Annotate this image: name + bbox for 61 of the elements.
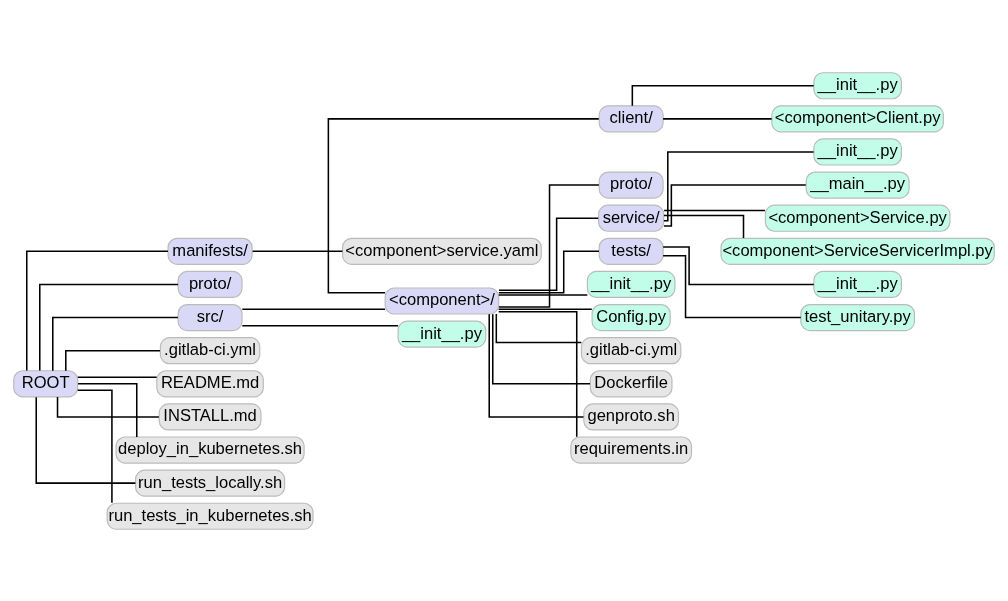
connector (498, 183, 600, 308)
node-box: tests/ (598, 237, 664, 265)
connector (39, 283, 179, 371)
connector (631, 84, 815, 107)
connector (662, 117, 773, 120)
node-box: Config.py (591, 303, 671, 331)
connector (497, 308, 593, 310)
connector (76, 389, 113, 504)
node-box: <component>service.yaml (341, 237, 542, 265)
node-box: requirements.in (570, 435, 693, 464)
connector (663, 150, 815, 222)
connector (497, 310, 578, 438)
connector (52, 316, 179, 371)
connector (488, 313, 585, 418)
node-box: __init__.py (813, 71, 902, 99)
connector (251, 250, 344, 252)
node-box: <component>/ (384, 286, 500, 315)
connector (663, 209, 766, 211)
connector (241, 308, 386, 310)
node-box: run_tests_locally.sh (135, 469, 286, 497)
connector (35, 395, 137, 484)
node-box: proto/ (598, 171, 664, 199)
connector (497, 293, 589, 296)
node-box: Dockerfile (589, 369, 673, 397)
node-box: proto/ (177, 270, 243, 298)
node-box: src/ (177, 303, 243, 331)
node-box: deploy_in_kubernetes.sh (115, 435, 305, 464)
node-box: manifests/ (167, 237, 253, 265)
node-box: __init__.py (813, 270, 902, 298)
connector (492, 313, 591, 385)
node-box: .gitlab-ci.yml (580, 336, 682, 364)
connector (26, 250, 169, 371)
connector (663, 214, 745, 239)
node-box: __main__.py (805, 171, 910, 199)
node-box: __init__.py (397, 320, 487, 348)
node-box: ROOT (13, 369, 79, 397)
connector (327, 117, 600, 293)
connector (241, 324, 399, 327)
node-box: client/ (598, 104, 664, 132)
node-box: __init__.py (586, 270, 676, 298)
connector (65, 349, 161, 371)
node-box: service/ (598, 204, 665, 232)
node-box: genproto.sh (583, 402, 680, 430)
connector (498, 250, 600, 293)
connector (662, 245, 815, 285)
node-box: run_tests_in_kubernetes.sh (106, 502, 314, 530)
connector (662, 254, 802, 318)
node-box: __init__.py (813, 137, 902, 166)
node-box: <component>ServiceServicerImpl.py (720, 237, 995, 265)
connector (77, 382, 138, 438)
connector (495, 312, 583, 343)
node-box: README.md (156, 369, 264, 397)
node-box: <component>Service.py (764, 204, 951, 232)
node-box: <component>Client.py (771, 104, 944, 132)
node-box: INSTALL.md (158, 402, 262, 430)
connector (56, 395, 160, 418)
connector (498, 216, 599, 291)
node-box: .gitlab-ci.yml (159, 336, 261, 364)
node-box: test_unitary.py (800, 303, 915, 331)
connector (77, 376, 158, 378)
connector (663, 183, 807, 227)
